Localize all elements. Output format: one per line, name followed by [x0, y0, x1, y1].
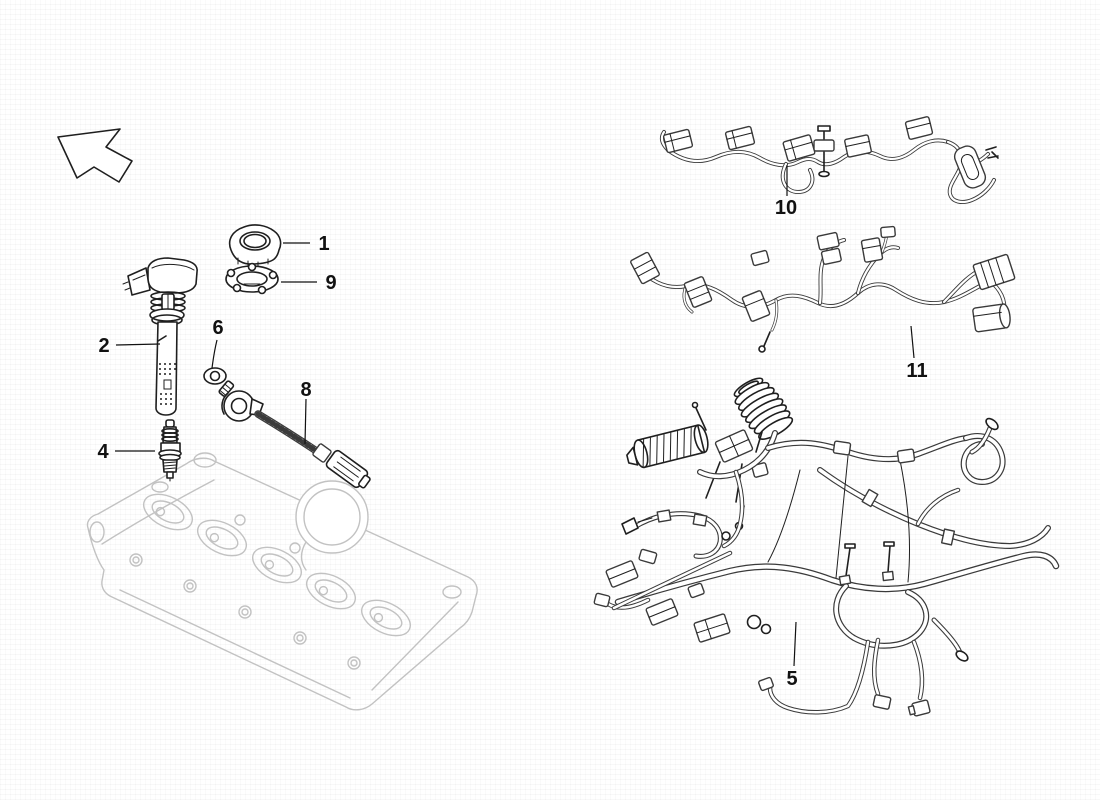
part-knock-sensor — [221, 390, 371, 489]
callout-6: 6 — [211, 317, 224, 369]
part-cover-cap — [228, 224, 282, 267]
callout-9: 9 — [281, 272, 337, 294]
coil-vent-dots — [159, 363, 176, 405]
callout-11: 11 — [906, 325, 928, 382]
harness-5-drawing — [593, 377, 1056, 717]
callout-5-label: 5 — [786, 668, 797, 690]
callout-5: 5 — [786, 621, 798, 690]
callout-1: 1 — [283, 233, 330, 255]
callout-11-label: 11 — [906, 360, 927, 382]
callout-4-label: 4 — [97, 441, 109, 463]
braided-sleeve — [626, 424, 709, 469]
direction-arrow-icon — [57, 128, 133, 183]
harness-11-drawing — [630, 225, 1016, 353]
part-ignition-coil — [122, 257, 198, 416]
camshaft-cover-drawing — [86, 452, 478, 711]
callout-2-label: 2 — [98, 335, 109, 357]
callout-4: 4 — [97, 441, 155, 463]
callout-10: 10 — [775, 165, 797, 219]
callout-1-label: 1 — [318, 233, 329, 255]
harness-11-end-connector — [972, 253, 1016, 291]
harness-10-end-connector — [953, 145, 987, 189]
callout-9-label: 9 — [325, 272, 336, 294]
callout-8: 8 — [300, 379, 312, 445]
callout-6-label: 6 — [212, 317, 223, 339]
part-bolt — [203, 367, 235, 397]
harness-10-drawing — [659, 116, 999, 204]
harness-5-pins — [838, 541, 895, 586]
spark-plug-wells — [143, 493, 411, 637]
callout-2: 2 — [98, 335, 161, 357]
harness-10-pin — [813, 125, 835, 178]
knock-sensor-connector — [325, 449, 371, 489]
cover-bolt-bosses — [89, 452, 462, 670]
corrugated-boot — [733, 377, 794, 440]
callout-8-label: 8 — [300, 379, 311, 401]
injector-connector-cluster — [605, 548, 772, 643]
callout-10-label: 10 — [775, 197, 797, 219]
oil-filler-boss — [295, 480, 369, 571]
part-spark-plug — [158, 419, 182, 482]
part-retaining-ring — [225, 262, 279, 295]
